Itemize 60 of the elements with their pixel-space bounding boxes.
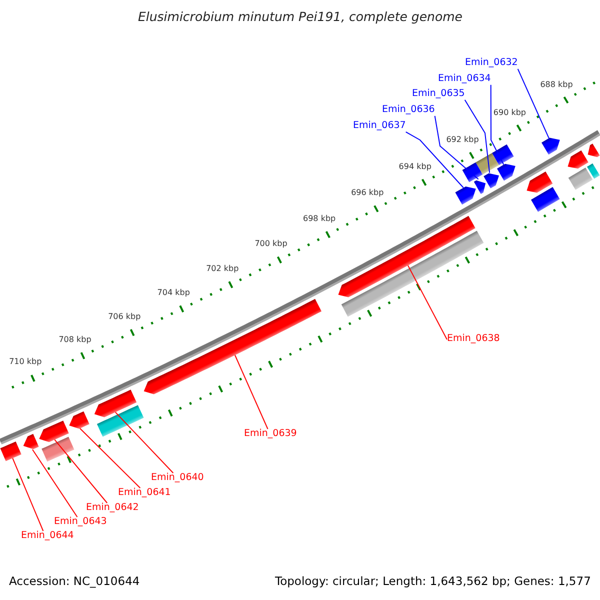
feature-block [96, 405, 144, 437]
leader-line [114, 412, 174, 474]
gene-label: Emin_0640 [151, 473, 204, 484]
gene-label: Emin_0638 [447, 334, 500, 345]
map-title: Elusimicrobium minutum Pei191, complete genome [138, 10, 462, 24]
gene-block [474, 180, 486, 194]
scale-label: 694 kbp [398, 162, 432, 172]
feature-block [341, 230, 484, 317]
gene-label: Emin_0643 [54, 517, 107, 528]
gene-label: Emin_0636 [382, 105, 435, 116]
accession-text: Accession: NC_010644 [9, 575, 140, 588]
gene-label: Emin_0634 [438, 74, 491, 85]
gene-label: Emin_0637 [353, 121, 406, 132]
gene-block [455, 186, 476, 205]
scale-label: 700 kbp [254, 239, 288, 249]
gene-label: Emin_0644 [21, 531, 74, 542]
scale-label: 692 kbp [446, 135, 479, 144]
genome-stats-text: Topology: circular; Length: 1,643,562 bp; Genes: 1,577 [275, 575, 591, 588]
gene-block [0, 442, 22, 462]
gene-block [588, 144, 600, 158]
gene-block [484, 173, 500, 188]
feature-block [42, 436, 74, 462]
leader-line [517, 68, 550, 139]
gene-block [94, 390, 137, 418]
leader-line [234, 354, 268, 430]
gene-block [39, 420, 69, 442]
feature-block [462, 162, 483, 182]
scale-label: 690 kbp [493, 108, 526, 118]
scale-label: 698 kbp [303, 214, 336, 224]
leader-line [490, 84, 504, 166]
gene-label: Emin_0635 [412, 89, 465, 100]
gene-block [542, 138, 560, 155]
feature-block [587, 163, 600, 179]
leader-line [54, 439, 108, 504]
feature-block [476, 153, 499, 175]
leader-line [434, 115, 479, 180]
leader-line [407, 264, 448, 340]
gene-block [497, 164, 516, 181]
leader-line [405, 131, 464, 188]
gene-block [69, 411, 90, 429]
gene-label: Emin_0642 [86, 503, 139, 514]
gene-block [144, 298, 322, 394]
gene-label: Emin_0641 [118, 488, 171, 499]
feature-block [492, 144, 514, 166]
gene-block [568, 150, 588, 169]
feature-block [531, 187, 560, 212]
leader-line [32, 449, 78, 518]
scale-label: 708 kbp [58, 334, 92, 344]
scale-label: 710 kbp [9, 357, 42, 366]
scale-label: 688 kbp [540, 80, 573, 90]
leader-line [12, 458, 44, 532]
leader-line [464, 99, 490, 174]
gene-block [526, 172, 553, 193]
gene-label: Emin_0639 [244, 429, 297, 440]
gene-block [23, 434, 39, 450]
leader-line [79, 428, 141, 488]
gene-block [338, 216, 476, 298]
gene-label: Emin_0632 [465, 58, 518, 69]
scale-label: 696 kbp [351, 188, 384, 198]
scale-label: 702 kbp [206, 264, 239, 274]
